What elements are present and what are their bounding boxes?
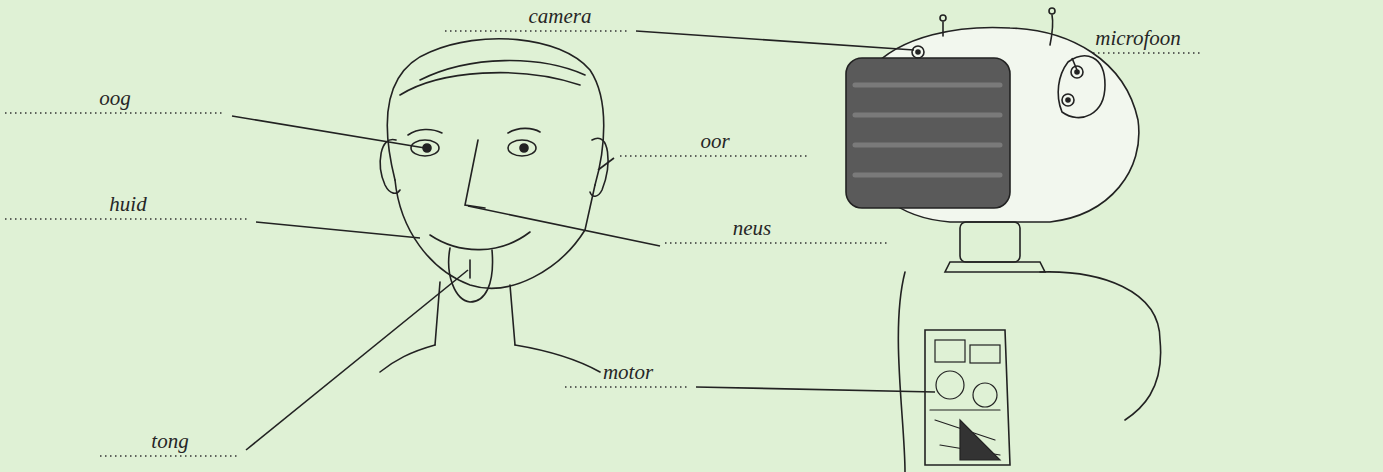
part-label: huid: [109, 192, 146, 216]
part-label: oog: [99, 86, 131, 110]
leader-lines: [232, 31, 1077, 450]
part-label: neus: [733, 216, 772, 240]
part-label: oor: [700, 129, 729, 153]
part-label: motor: [603, 360, 653, 384]
part-label: microfoon: [1095, 26, 1181, 50]
human-face: [380, 39, 608, 372]
part-label: camera: [529, 4, 592, 28]
part-label: tong: [151, 429, 188, 453]
robot: [846, 8, 1161, 472]
